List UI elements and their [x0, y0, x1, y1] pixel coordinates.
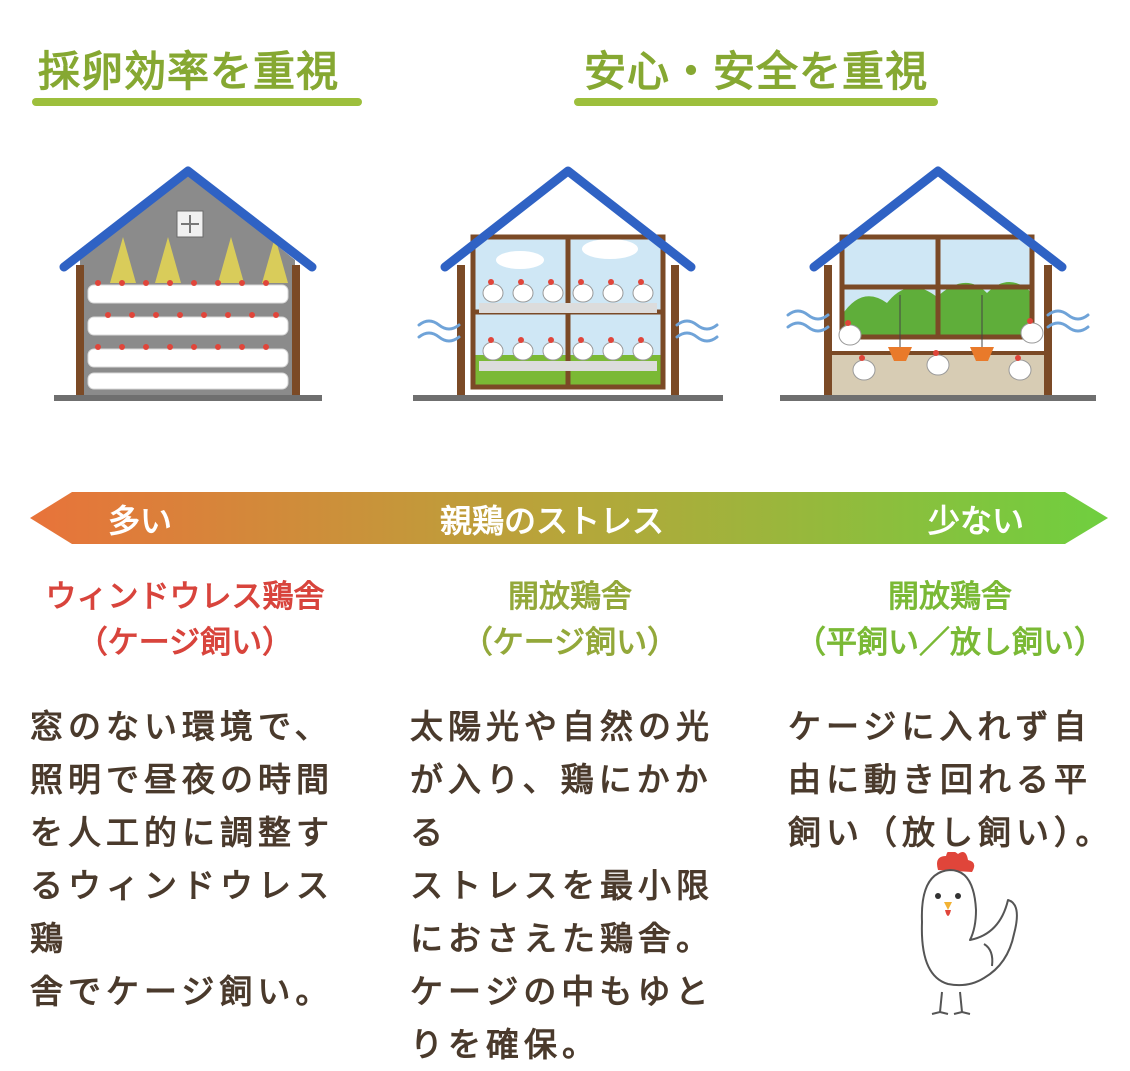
desc-line: 窓のない環境で、 — [30, 707, 333, 746]
windowless-house-icon — [54, 166, 322, 401]
chicken-mascot-icon — [920, 852, 1018, 1015]
stress-right-label: 少ない — [928, 502, 1025, 540]
desc-line: におさえた鶏舎。 — [410, 919, 714, 958]
type-free-range-title-line1: 開放鶏舎 — [888, 579, 1012, 615]
type-open-cage-title-line2: （ケージ飼い） — [461, 625, 679, 661]
type-free-range-title-line2: （平飼い／放し飼い） — [795, 625, 1105, 661]
type-open-cage-title: 開放鶏舎 （ケージ飼い） — [415, 574, 725, 666]
desc-line: ケージの中もゆと — [410, 972, 714, 1011]
desc-line: 由に動き回れる平 — [788, 760, 1092, 799]
heading-efficiency: 採卵効率を重視 — [38, 47, 340, 96]
free-range-house-icon — [780, 166, 1096, 401]
desc-line: ケージに入れず自 — [788, 707, 1092, 746]
desc-line: 飼い（放し飼い）。 — [788, 813, 1114, 852]
open-cage-house-icon — [413, 166, 723, 401]
stress-left-label: 多い — [108, 502, 173, 540]
heading-safety: 安心・安全を重視 — [584, 47, 929, 96]
desc-line: るウィンドウレス鶏 — [30, 866, 334, 958]
type-windowless-title-line2: （ケージ飼い） — [76, 625, 294, 661]
type-open-cage-description: 太陽光や自然の光 が入り、鶏にかかる ストレスを最小限 におさえた鶏舎。 ケージ… — [410, 700, 740, 1071]
stress-center-label: 親鶏のストレス — [440, 502, 665, 540]
desc-line: ストレスを最小限 — [410, 866, 714, 905]
type-free-range-title: 開放鶏舎 （平飼い／放し飼い） — [790, 574, 1110, 666]
heading-efficiency-underline — [32, 98, 362, 106]
desc-line: りを確保。 — [410, 1025, 600, 1064]
type-windowless-description: 窓のない環境で、 照明で昼夜の時間 を人工的に調整す るウィンドウレス鶏 舎でケ… — [30, 700, 360, 1018]
stress-gradient-arrow — [30, 492, 1108, 544]
type-windowless-title-line1: ウィンドウレス鶏舎 — [45, 579, 325, 615]
desc-line: を人工的に調整す — [30, 813, 334, 852]
type-open-cage-title-line1: 開放鶏舎 — [508, 579, 632, 615]
desc-line: 照明で昼夜の時間 — [30, 760, 334, 799]
desc-line: 舎でケージ飼い。 — [30, 972, 334, 1011]
desc-line: 太陽光や自然の光 — [410, 707, 714, 746]
desc-line: が入り、鶏にかかる — [410, 760, 713, 852]
heading-safety-underline — [574, 98, 938, 106]
type-windowless-title: ウィンドウレス鶏舎 （ケージ飼い） — [30, 574, 340, 666]
type-free-range-description: ケージに入れず自 由に動き回れる平 飼い（放し飼い）。 — [788, 700, 1118, 859]
